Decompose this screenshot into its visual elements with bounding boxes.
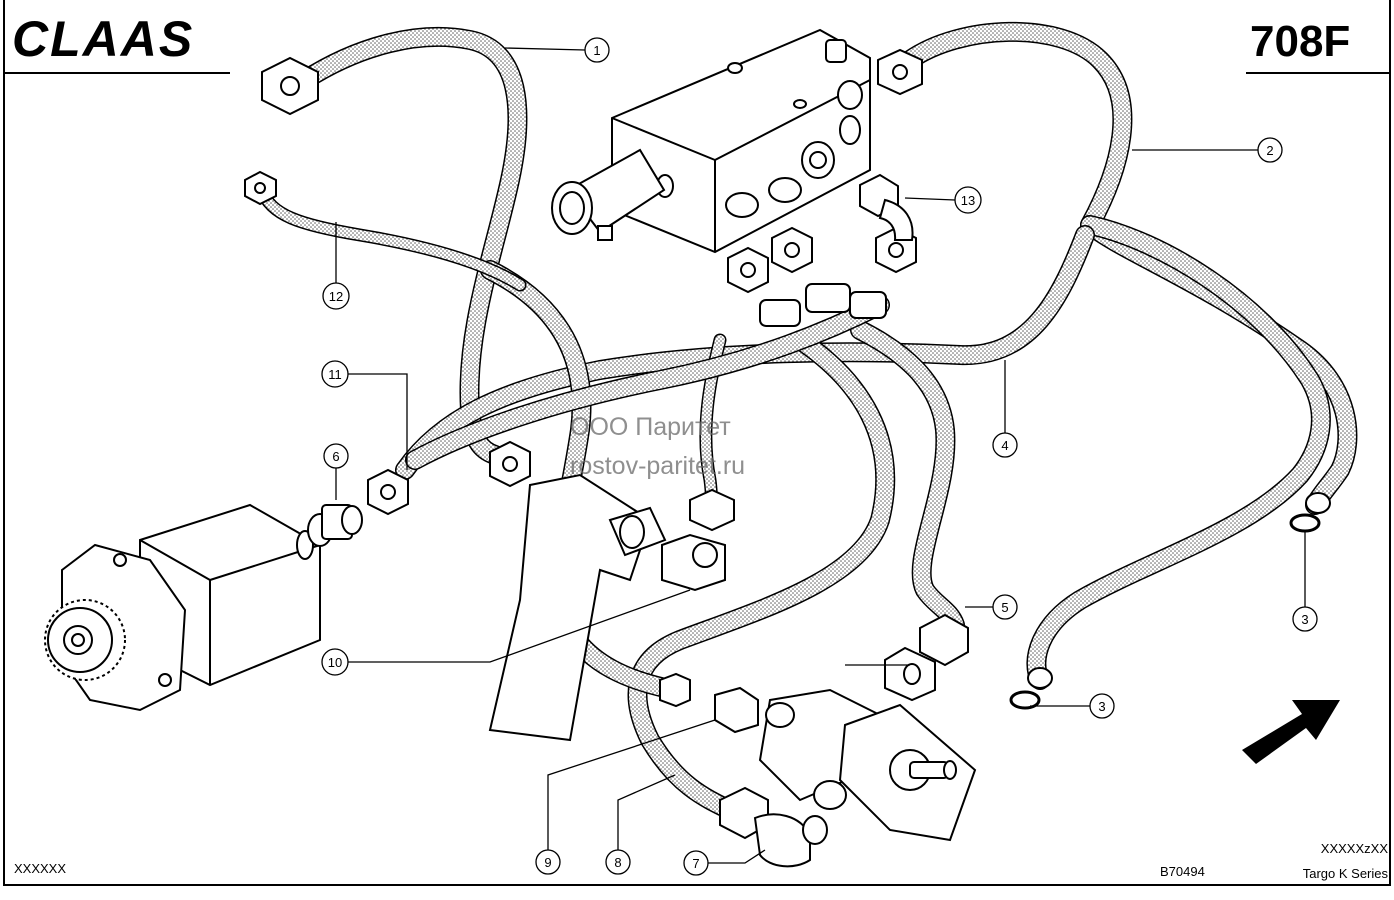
svg-text:2: 2 <box>1266 143 1273 158</box>
svg-text:9: 9 <box>544 855 551 870</box>
page-code: 708F <box>1250 17 1350 66</box>
callout-1[interactable]: 1 <box>584 37 610 63</box>
svg-text:1: 1 <box>593 43 600 58</box>
hose-8[interactable] <box>627 330 896 825</box>
hose-3-right[interactable] <box>1026 215 1331 690</box>
svg-text:3: 3 <box>1301 612 1308 627</box>
adapter-fitting-6 <box>307 504 363 547</box>
svg-text:10: 10 <box>328 655 342 670</box>
gear-pump-icon[interactable] <box>44 503 321 712</box>
drawing-number: B70494 <box>1160 864 1205 879</box>
callout-2[interactable]: 2 <box>1257 137 1283 163</box>
callout-4[interactable]: 4 <box>992 432 1018 458</box>
callout-5[interactable]: 5 <box>992 594 1018 620</box>
callout-3-clamp-right[interactable]: 3 <box>1292 606 1318 632</box>
bracket-body <box>488 473 726 742</box>
svg-text:6: 6 <box>332 449 339 464</box>
hose-5[interactable] <box>850 320 965 635</box>
callout-13[interactable]: 13 <box>954 186 982 214</box>
page-frame <box>3 0 1391 886</box>
callout-10[interactable]: 10 <box>321 648 349 676</box>
callout-12[interactable]: 12 <box>322 282 350 310</box>
svg-text:3: 3 <box>1098 699 1105 714</box>
footer-right-code: XXXXXzXX <box>1321 841 1389 856</box>
callout-6[interactable]: 6 <box>323 443 349 469</box>
svg-text:12: 12 <box>329 289 343 304</box>
svg-text:13: 13 <box>961 193 975 208</box>
leader-lines <box>335 47 1306 864</box>
callout-8[interactable]: 8 <box>605 849 631 875</box>
svg-text:5: 5 <box>1001 600 1008 615</box>
hose-clamps <box>1009 513 1321 710</box>
svg-text:7: 7 <box>692 856 699 871</box>
watermark-url: rostov-paritet.ru <box>570 452 745 480</box>
valve-block-icon[interactable] <box>551 28 871 254</box>
svg-text:4: 4 <box>1001 438 1008 453</box>
hose-end-fittings <box>244 48 1331 840</box>
hose-12[interactable] <box>255 183 527 292</box>
svg-text:8: 8 <box>614 855 621 870</box>
watermark-company: ООО Паритет <box>570 413 731 441</box>
hose-2[interactable] <box>900 21 1358 515</box>
callout-11[interactable]: 11 <box>321 360 349 388</box>
arrow-up-right-icon <box>1242 700 1340 764</box>
hose-11[interactable] <box>405 295 890 470</box>
small-pump-icon[interactable] <box>714 646 977 868</box>
footer-left-code: XXXXXX <box>14 861 66 876</box>
series-name: Targo K Series <box>1303 866 1389 881</box>
brand-logo: CLAAS <box>12 11 194 67</box>
elbow-fitting-13 <box>859 173 914 241</box>
callout-3-clamp-left[interactable]: 3 <box>1089 693 1115 719</box>
svg-text:11: 11 <box>328 367 342 382</box>
callout-9[interactable]: 9 <box>535 849 561 875</box>
tee-fittings <box>727 226 917 327</box>
callout-7[interactable]: 7 <box>683 850 709 876</box>
